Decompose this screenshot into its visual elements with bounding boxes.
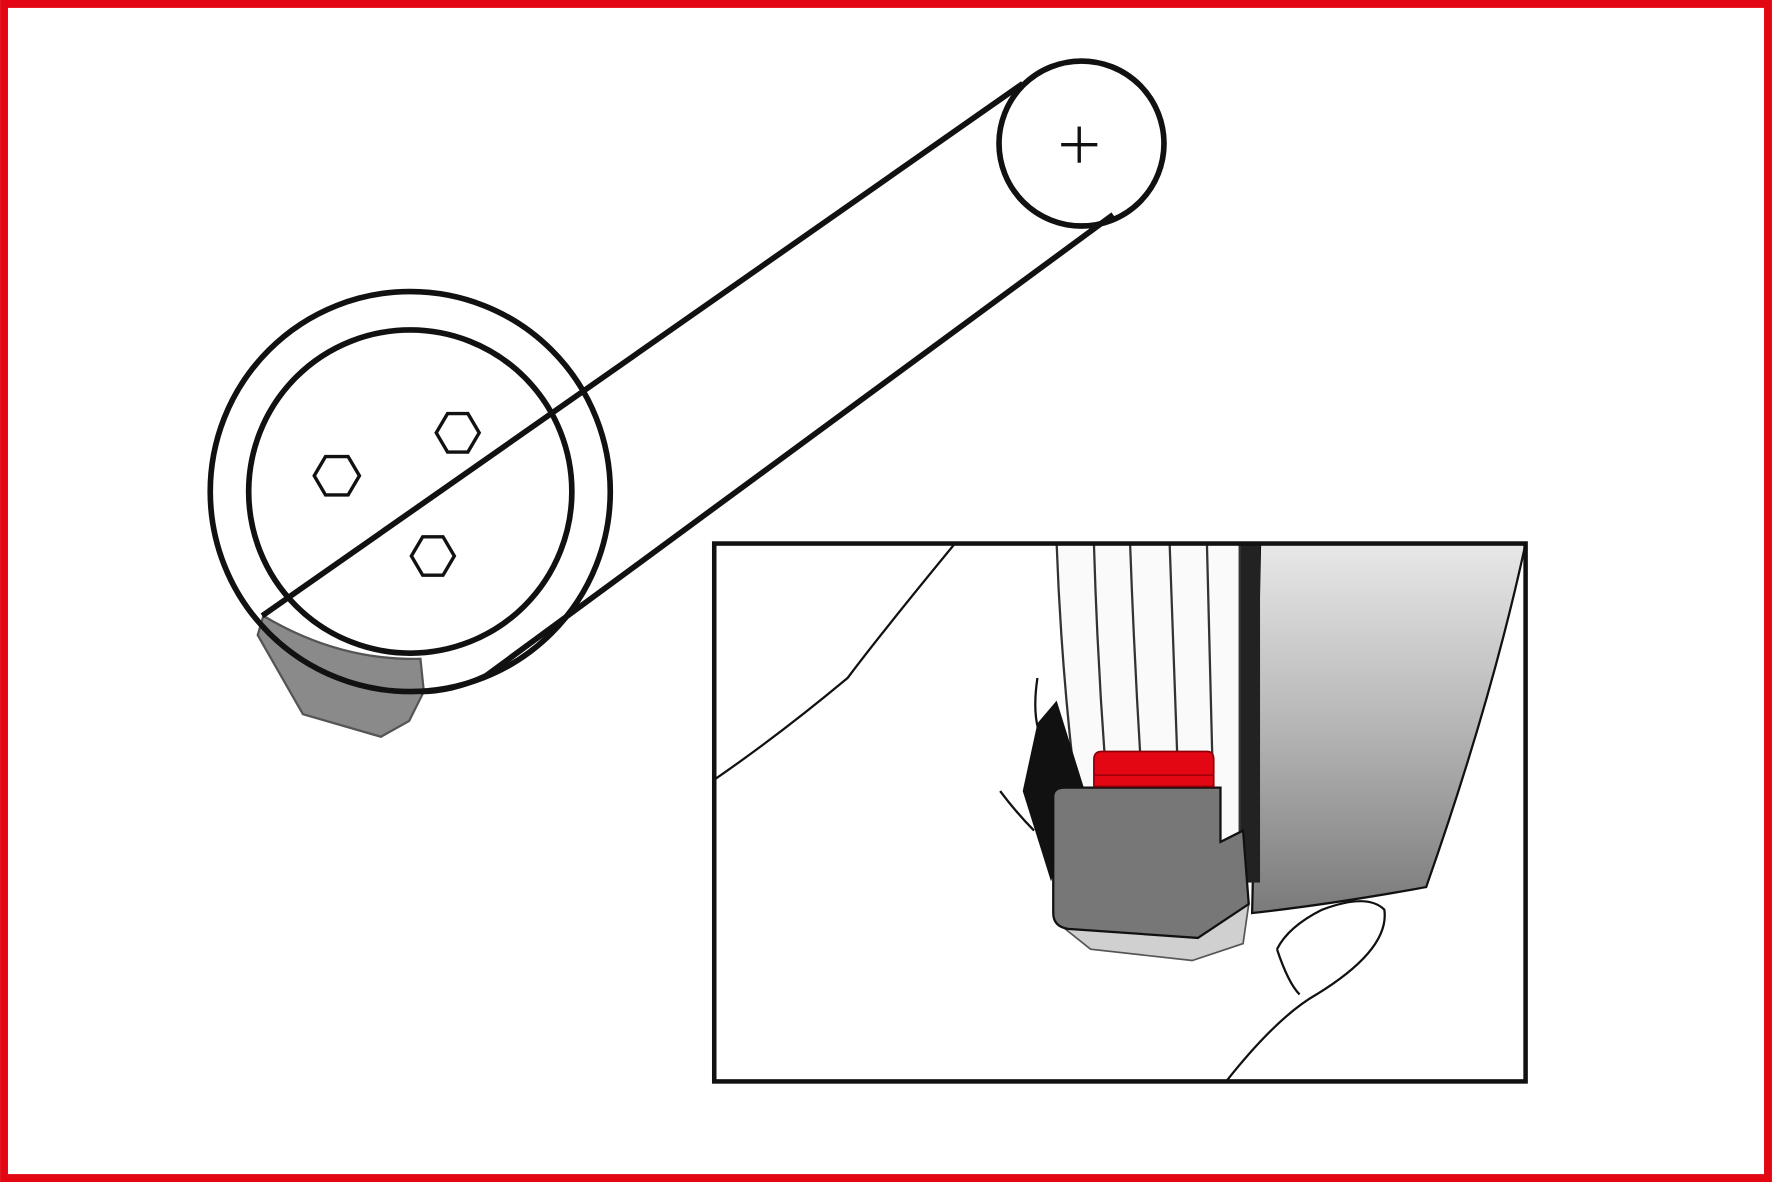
inset-border xyxy=(711,541,1528,1084)
hexagon-icon xyxy=(312,454,362,497)
small-pulley xyxy=(996,58,1167,229)
belt-diagram xyxy=(207,58,1167,738)
belt-upper-line xyxy=(260,81,1025,619)
hexagon-icon xyxy=(434,411,482,454)
plus-icon xyxy=(1061,126,1098,163)
brake-block xyxy=(1052,786,1250,940)
large-pulley-inner xyxy=(245,327,575,656)
wheel-rim xyxy=(1250,543,1526,915)
hand-lines xyxy=(714,543,1386,1082)
red-pad xyxy=(1093,750,1215,788)
hexagon-icon xyxy=(409,535,457,577)
belt-lower-line xyxy=(484,212,1115,679)
tire-edge xyxy=(1239,543,1261,883)
detail-inset xyxy=(711,541,1528,1084)
large-pulley-outer xyxy=(207,288,614,695)
